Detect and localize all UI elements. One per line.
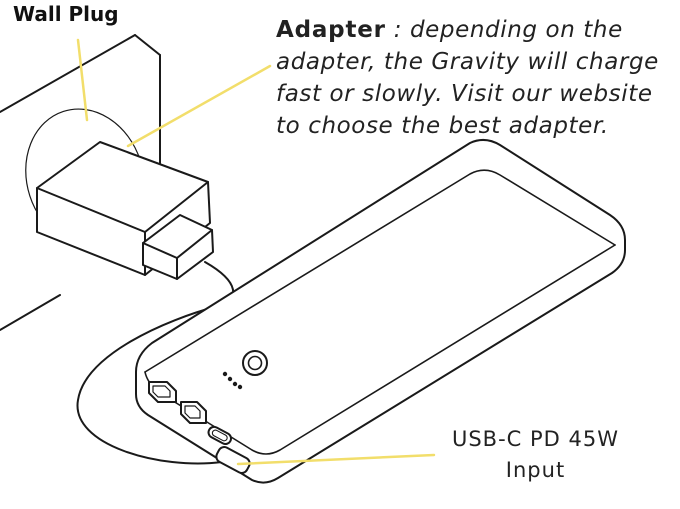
usb-a-port-1 xyxy=(148,381,177,403)
wall xyxy=(0,34,161,331)
usb-c-port xyxy=(207,425,233,445)
usb-a-port-2 xyxy=(180,401,207,424)
adapter-note-title: Adapter xyxy=(276,17,386,43)
leader-wall-plug xyxy=(76,38,89,122)
adapter-cable-plug xyxy=(142,214,214,280)
led-dots-icon xyxy=(222,371,243,390)
power-button-icon xyxy=(242,350,268,376)
usb-c-input-label-line1: USB-C PD 45W xyxy=(451,427,620,451)
usb-c-input-label-line2: Input xyxy=(505,458,566,482)
usb-c-input-label: USB-C PD 45W Input xyxy=(428,424,643,486)
usb-c-cable-plug xyxy=(215,446,251,474)
leader-lines xyxy=(76,38,436,466)
leader-input xyxy=(236,453,436,466)
adapter-note: Adapter : depending on the adapter, the … xyxy=(276,14,680,142)
leader-adapter xyxy=(126,64,272,148)
adapter-note-description: : depending on the adapter, the Gravity … xyxy=(276,17,659,139)
wall-plug-label: Wall Plug xyxy=(13,2,119,26)
power-bank xyxy=(135,139,626,484)
